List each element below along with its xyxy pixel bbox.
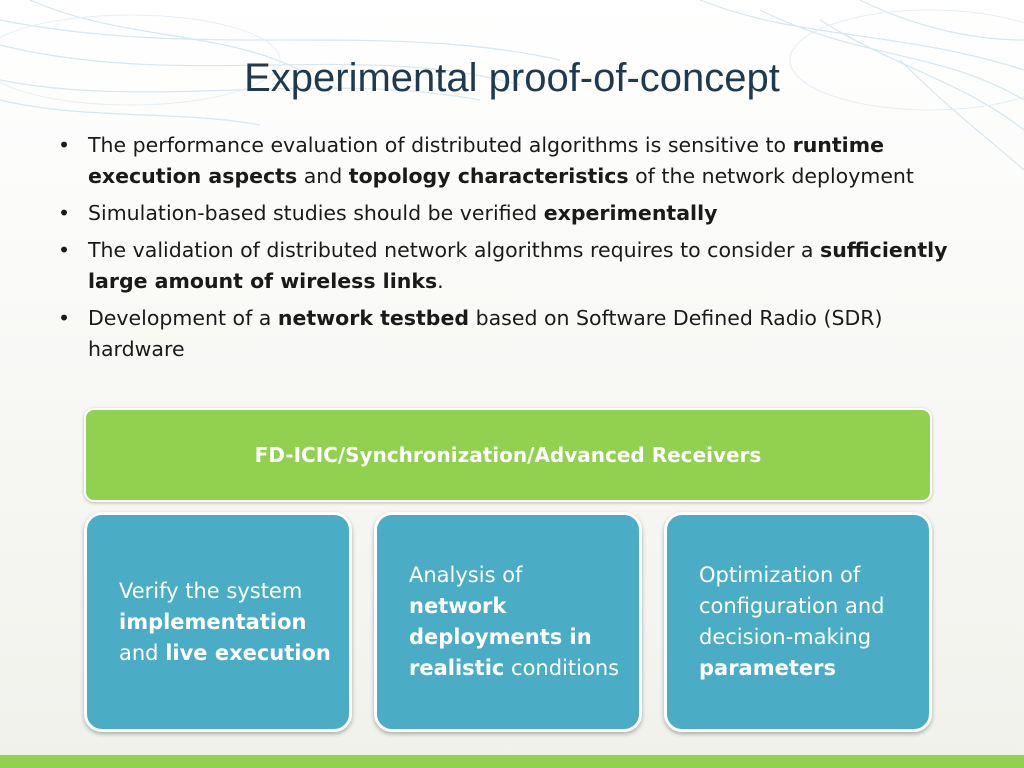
bullet-item: • Development of a network testbed based… [58, 303, 958, 365]
bullet-text: The validation of distributed network al… [88, 238, 821, 262]
bullet-text: Simulation-based studies should be verif… [88, 201, 544, 225]
card-text: Analysis of network deployments in reali… [409, 560, 621, 684]
bullet-text: . [437, 269, 444, 293]
card-text-plain: Analysis of [409, 563, 523, 587]
card-text-bold: live execution [165, 640, 331, 665]
diagram-card-analysis: Analysis of network deployments in reali… [374, 512, 642, 732]
bullet-item: • The performance evaluation of distribu… [58, 130, 958, 192]
bullet-bold: network testbed [277, 306, 470, 330]
slide-title: Experimental proof-of-concept [244, 56, 780, 100]
diagram-header-box: FD-ICIC/Synchronization/Advanced Receive… [84, 408, 932, 502]
bullet-marker: • [58, 133, 71, 157]
bullet-marker: • [58, 201, 71, 225]
bullet-item: • The validation of distributed network … [58, 235, 958, 297]
bullet-marker: • [58, 306, 71, 330]
bullet-text: and [297, 164, 349, 188]
card-text: Verify the system implementation and liv… [119, 576, 331, 669]
diagram-card-optimization: Optimization of configuration and decisi… [664, 512, 932, 732]
card-text-bold: parameters [699, 656, 836, 680]
card-text-bold: implementation [119, 609, 307, 634]
bullet-bold: topology characteristics [348, 164, 629, 188]
bullet-text: Development of a [88, 306, 278, 330]
bullet-bold: runtime execution aspects [88, 133, 884, 188]
footer-bar [0, 755, 1024, 768]
bullet-bold: sufficiently large amount of wireless li… [88, 238, 948, 293]
card-text: Optimization of configuration and decisi… [699, 560, 911, 684]
bullet-text: The performance evaluation of distribute… [88, 133, 793, 157]
bullet-text: based on Software Defined Radio (SDR) ha… [88, 306, 883, 361]
card-text-plain: Verify the system [119, 578, 303, 603]
card-text-plain: Optimization of configuration and decisi… [699, 563, 885, 649]
card-text-plain: conditions [504, 656, 620, 680]
diagram-header-label: FD-ICIC/Synchronization/Advanced Receive… [254, 443, 762, 467]
diagram-card-verify: Verify the system implementation and liv… [84, 512, 352, 732]
bullet-marker: • [58, 238, 71, 262]
bullet-text: of the network deployment [628, 164, 914, 188]
card-text-bold: network deployments in realistic [409, 594, 592, 680]
bullet-list: • The performance evaluation of distribu… [58, 130, 958, 371]
bullet-bold: experimentally [543, 201, 718, 225]
bullet-item: • Simulation-based studies should be ver… [58, 198, 958, 229]
card-text-plain: and [119, 640, 166, 665]
